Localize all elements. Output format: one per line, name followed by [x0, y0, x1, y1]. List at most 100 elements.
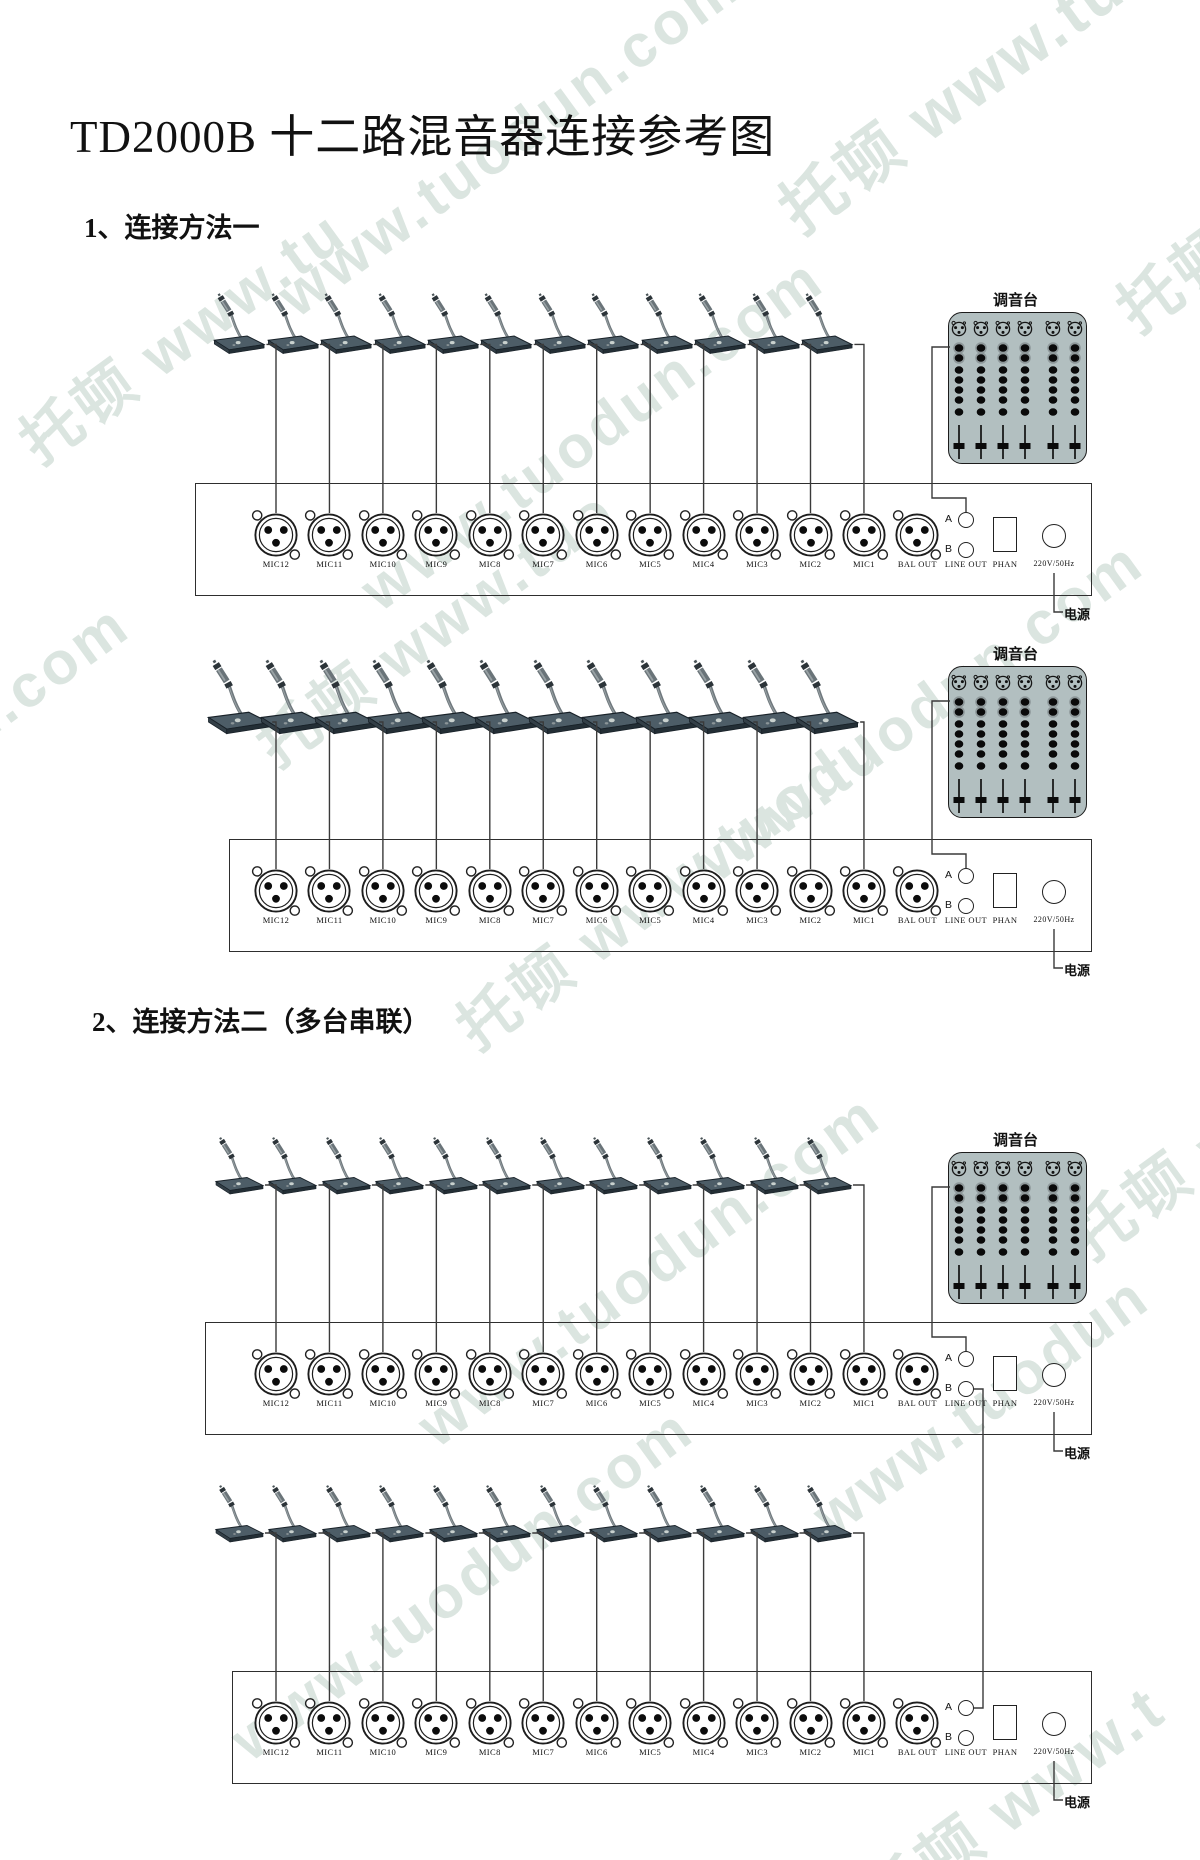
fader-handle: [953, 443, 965, 449]
microphone: [690, 291, 749, 355]
knob: [954, 408, 964, 416]
knob: [1020, 698, 1030, 706]
console-xlr-input-icon: [995, 1161, 1011, 1177]
fader-handle: [1047, 1283, 1059, 1289]
knob: [1048, 1248, 1058, 1256]
microphone: [639, 1135, 695, 1195]
xlr-socket-mic8: [464, 1697, 516, 1749]
knob: [1020, 708, 1030, 716]
socket-label: MIC9: [425, 1398, 448, 1408]
knob: [976, 698, 986, 706]
knob: [998, 762, 1008, 770]
socket-label: MIC4: [692, 1398, 715, 1408]
microphone: [799, 1483, 855, 1543]
line-out-b-socket: [958, 1730, 974, 1746]
socket-label: MIC5: [639, 1747, 662, 1757]
console-channel: [973, 1160, 989, 1299]
knob: [1070, 740, 1080, 748]
xlr-socket-mic4: [678, 1697, 730, 1749]
socket-label: BAL OUT: [897, 1747, 937, 1757]
console-channel: [1017, 1160, 1033, 1299]
knob: [1020, 386, 1030, 394]
knob: [1070, 1248, 1080, 1256]
xlr-socket-mic4: [678, 1348, 730, 1400]
xlr-socket-bal-out: [891, 1348, 943, 1400]
console-channel: [1045, 320, 1061, 459]
fader-handle: [1069, 797, 1081, 803]
xlr-socket-mic8: [464, 865, 516, 917]
knob: [1048, 376, 1058, 384]
console-xlr-input-icon: [1045, 1161, 1061, 1177]
knob: [1020, 376, 1030, 384]
knob: [954, 1236, 964, 1244]
console-xlr-input-icon: [1067, 1161, 1083, 1177]
socket-label: MIC3: [746, 1398, 769, 1408]
line-out-a-letter: A: [944, 869, 952, 881]
knob: [1070, 1226, 1080, 1234]
microphone: [530, 291, 589, 355]
fader-handle: [953, 797, 965, 803]
xlr-socket-mic6: [571, 509, 623, 561]
knob: [1070, 1216, 1080, 1224]
microphone: [423, 291, 482, 355]
knob: [954, 1248, 964, 1256]
microphone: [585, 1135, 641, 1195]
knob: [1070, 376, 1080, 384]
xlr-socket-mic6: [571, 1697, 623, 1749]
knob: [1048, 730, 1058, 738]
socket-label: MIC1: [852, 1747, 875, 1757]
knob: [1020, 344, 1030, 352]
xlr-socket-mic8: [464, 509, 516, 561]
knob: [998, 708, 1008, 716]
knob: [976, 762, 986, 770]
microphone: [425, 1483, 481, 1543]
knob: [1048, 344, 1058, 352]
xlr-socket-mic11: [303, 1348, 355, 1400]
knob: [1070, 1236, 1080, 1244]
xlr-socket-mic12: [250, 509, 302, 561]
knob: [976, 366, 986, 374]
phantom-power-switch: [993, 1356, 1017, 1391]
xlr-socket-mic12: [250, 1697, 302, 1749]
knob: [976, 1194, 986, 1202]
knob: [1070, 698, 1080, 706]
knob: [954, 720, 964, 728]
socket-label: MIC8: [478, 559, 501, 569]
xlr-socket-mic5: [624, 509, 676, 561]
knob: [998, 1194, 1008, 1202]
knob: [1048, 354, 1058, 362]
socket-label: MIC12: [262, 915, 290, 925]
xlr-socket-mic12: [250, 865, 302, 917]
xlr-socket-mic10: [357, 1697, 409, 1749]
socket-label: MIC2: [799, 1747, 822, 1757]
knob: [954, 396, 964, 404]
xlr-socket-mic2: [785, 1697, 837, 1749]
knob: [1020, 1206, 1030, 1214]
socket-label: BAL OUT: [897, 1398, 937, 1408]
fader-handle: [1047, 797, 1059, 803]
watermark-text: www.tuodun.com: [265, 0, 753, 330]
socket-label: MIC7: [532, 915, 555, 925]
microphone: [425, 1135, 481, 1195]
knob: [976, 1236, 986, 1244]
xlr-socket-mic1: [838, 1697, 890, 1749]
knob: [998, 720, 1008, 728]
knob: [976, 1206, 986, 1214]
mixer-console: [948, 1152, 1087, 1304]
knob: [1070, 354, 1080, 362]
knob: [1048, 1236, 1058, 1244]
socket-label: MIC9: [425, 1747, 448, 1757]
console-channel: [1017, 674, 1033, 813]
console-xlr-input-icon: [973, 1161, 989, 1177]
socket-label: MIC11: [316, 1747, 343, 1757]
fader-handle: [1069, 443, 1081, 449]
knob: [998, 386, 1008, 394]
console-channel: [1067, 1160, 1083, 1299]
socket-label: MIC7: [532, 1747, 555, 1757]
console-channel: [973, 320, 989, 459]
microphone: [692, 1135, 748, 1195]
socket-label: MIC5: [639, 915, 662, 925]
knob: [1048, 1206, 1058, 1214]
console-channel: [951, 674, 967, 813]
line-out-a-letter: A: [944, 513, 952, 525]
